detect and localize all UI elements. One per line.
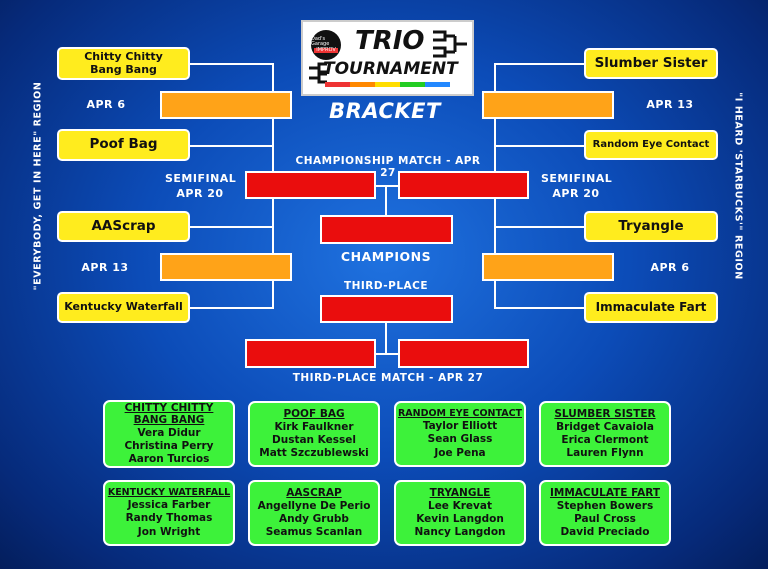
roster-player: Sean Glass: [427, 433, 493, 446]
roster-player: Joe Pena: [434, 446, 486, 459]
roster-card: TRYANGLE Lee Krevat Kevin Langdon Nancy …: [394, 480, 526, 546]
team-box-tryangle: Tryangle: [584, 211, 718, 242]
connector: [190, 226, 274, 228]
champions-label: CHAMPIONS: [340, 249, 432, 264]
roster-player: Aaron Turcios: [128, 453, 210, 466]
third-place-label: THIRD-PLACE: [343, 280, 429, 292]
roster-card: IMMACULATE FART Stephen Bowers Paul Cros…: [539, 480, 671, 546]
roster-player: Stephen Bowers: [556, 499, 654, 512]
roster-player: Kevin Langdon: [416, 513, 504, 525]
connector: [190, 145, 274, 147]
roster-player: Jon Wright: [137, 525, 201, 538]
tournament-logo: Dad's Garage IMPROV TRIO TOURNAMENT: [301, 20, 474, 96]
third-place-match-label: THIRD-PLACE MATCH - APR 27: [292, 372, 484, 384]
roster-player: Matt Szczublewski: [259, 447, 369, 460]
logo-word-tournament: TOURNAMENT: [323, 59, 458, 79]
roster-player: Lauren Flynn: [566, 447, 644, 460]
round1-result-right-bottom: [482, 253, 614, 281]
team-box-immaculate-fart: Immaculate Fart: [584, 292, 718, 323]
roster-card: POOF BAG Kirk Faulkner Dustan Kessel Mat…: [248, 401, 380, 467]
badge-line1: Dad's Garage: [311, 35, 330, 48]
roster-player: Nancy Langdon: [414, 526, 506, 539]
team-box-kentucky-waterfall: Kentucky Waterfall: [57, 292, 190, 323]
roster-player: Andy Grubb: [279, 513, 349, 525]
roster-player: Dustan Kessel: [272, 434, 356, 446]
roster-card: AASCRAP Angellyne De Perio Andy Grubb Se…: [248, 480, 380, 546]
roster-player: Randy Thomas: [125, 512, 213, 525]
roster-team-name: SLUMBER SISTER: [554, 407, 656, 420]
roster-player: Vera Didur: [137, 426, 201, 439]
connector: [190, 63, 274, 65]
date-label-left-top: APR 6: [86, 98, 126, 111]
roster-player: David Preciado: [560, 526, 650, 539]
connector: [190, 307, 274, 309]
color-stripe: [325, 82, 450, 87]
team-box-chitty-chitty-bang-bang: Chitty Chitty Bang Bang: [57, 47, 190, 80]
roster-card: RANDOM EYE CONTACT Taylor Elliott Sean G…: [394, 401, 526, 467]
champion-box: [320, 215, 453, 244]
connector: [385, 185, 387, 230]
bracket-graphic-left-icon: [309, 62, 327, 84]
third-place-box: [320, 295, 453, 323]
badge-line2: IMPROV: [314, 46, 338, 54]
roster-player: Bridget Cavaiola: [556, 420, 654, 433]
semifinal-winner-right: [398, 171, 529, 199]
roster-team-name: RANDOM EYE CONTACT: [397, 408, 523, 420]
date-label-right-top: APR 13: [646, 98, 694, 111]
roster-team-name: CHITTY CHITTY BANG BANG: [124, 401, 214, 427]
date-label-right-bottom: APR 6: [650, 261, 690, 274]
third-place-match-right: [398, 339, 529, 368]
connector: [494, 307, 584, 309]
connector: [494, 226, 584, 228]
connector: [376, 353, 398, 355]
logo-word-trio: TRIO: [355, 26, 425, 56]
roster-player: Erica Clermont: [561, 434, 649, 446]
connector: [385, 322, 387, 354]
right-region-label: "I HEARD 'STARBUCKS'" REGION: [732, 92, 744, 280]
roster-player: Seamus Scanlan: [265, 526, 363, 539]
roster-team-name: TRYANGLE: [429, 486, 491, 499]
roster-player: Paul Cross: [574, 513, 636, 525]
roster-card: CHITTY CHITTY BANG BANG Vera Didur Chris…: [103, 400, 235, 468]
bracket-title: BRACKET: [329, 99, 441, 123]
roster-team-name: IMMACULATE FART: [549, 486, 661, 499]
roster-player: Kirk Faulkner: [274, 420, 354, 433]
roster-team-name: POOF BAG: [283, 407, 345, 420]
date-label-left-bottom: APR 13: [81, 261, 129, 274]
round1-result-right-top: [482, 91, 614, 119]
semifinal-label-right: SEMIFINAL APR 20: [541, 172, 613, 200]
roster-player: Taylor Elliott: [422, 420, 498, 433]
championship-label: CHAMPIONSHIP MATCH - APR 27: [295, 155, 481, 179]
roster-card: KENTUCKY WATERFALL Jessica Farber Randy …: [103, 480, 235, 546]
connector: [376, 185, 398, 187]
roster-player: Lee Krevat: [428, 499, 492, 512]
team-box-slumber-sister: Slumber Sister: [584, 48, 718, 79]
round1-result-left-bottom: [160, 253, 292, 281]
bracket-graphic-icon: [433, 30, 467, 58]
semifinal-label-left: SEMIFINAL APR 20: [165, 172, 237, 200]
roster-player: Christina Perry: [124, 440, 214, 453]
roster-player: Jessica Farber: [127, 499, 211, 512]
team-box-random-eye-contact: Random Eye Contact: [584, 130, 718, 160]
roster-player: Angellyne De Perio: [257, 499, 371, 512]
round1-result-left-top: [160, 91, 292, 119]
improv-badge: Dad's Garage IMPROV: [311, 30, 341, 60]
team-box-poof-bag: Poof Bag: [57, 129, 190, 161]
team-box-aascrap: AAScrap: [57, 211, 190, 242]
roster-team-name: KENTUCKY WATERFALL: [107, 487, 231, 499]
roster-card: SLUMBER SISTER Bridget Cavaiola Erica Cl…: [539, 401, 671, 467]
roster-team-name: AASCRAP: [286, 486, 342, 499]
connector: [494, 145, 584, 147]
left-region-label: "EVERYBODY, GET IN HERE" REGION: [32, 81, 44, 291]
connector: [494, 63, 584, 65]
semifinal-winner-left: [245, 171, 376, 199]
third-place-match-left: [245, 339, 376, 368]
